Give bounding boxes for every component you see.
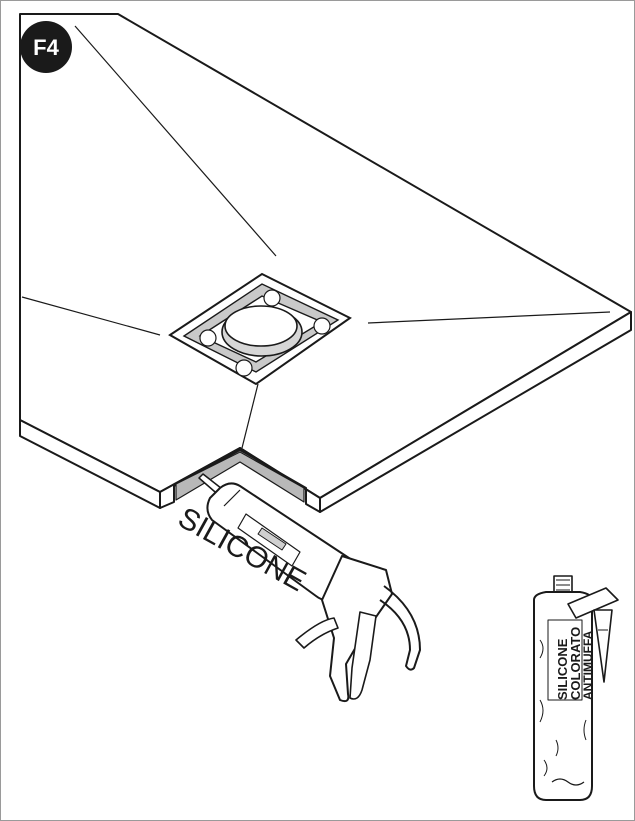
slope-line-top xyxy=(74,25,277,257)
tube-label-panel xyxy=(547,619,583,701)
drain-corner-hole-top xyxy=(263,289,281,307)
caulking-gun xyxy=(198,473,421,703)
tube-label-line3: ANTIMUFFA xyxy=(581,630,595,700)
tube-label: SILICONE COLORATO ANTIMUFFA xyxy=(555,627,595,700)
tube-texture xyxy=(539,639,587,777)
tube-strap xyxy=(567,587,619,619)
tube-label-line2: COLORATO xyxy=(568,627,583,700)
tube-cap-ridges xyxy=(556,579,570,591)
cartridge-window-2 xyxy=(257,527,287,551)
slope-lines xyxy=(21,25,611,449)
drain-corner-hole-bottom xyxy=(235,359,253,377)
slope-line-bottom xyxy=(241,383,259,449)
shower-tray xyxy=(19,13,632,513)
drain-cap-top xyxy=(224,305,298,347)
silicone-tube xyxy=(533,575,619,801)
cartridge-rib-1 xyxy=(223,489,241,507)
gun-plunger-rod xyxy=(379,585,421,671)
gun-trigger xyxy=(349,611,377,700)
step-badge: F4 xyxy=(20,21,72,73)
tube-nozzle xyxy=(593,609,613,683)
drain-corner-hole-left xyxy=(199,329,217,347)
step-badge-label: F4 xyxy=(33,35,59,60)
slope-line-left xyxy=(21,296,161,336)
drain xyxy=(168,272,352,386)
slope-line-right xyxy=(367,311,611,324)
drain-corner-hole-right xyxy=(313,317,331,335)
tube-bottom-mark xyxy=(551,778,585,786)
gun-lever xyxy=(295,617,339,649)
step-badge-circle xyxy=(20,21,72,73)
tube-label-line1: SILICONE xyxy=(555,638,570,700)
